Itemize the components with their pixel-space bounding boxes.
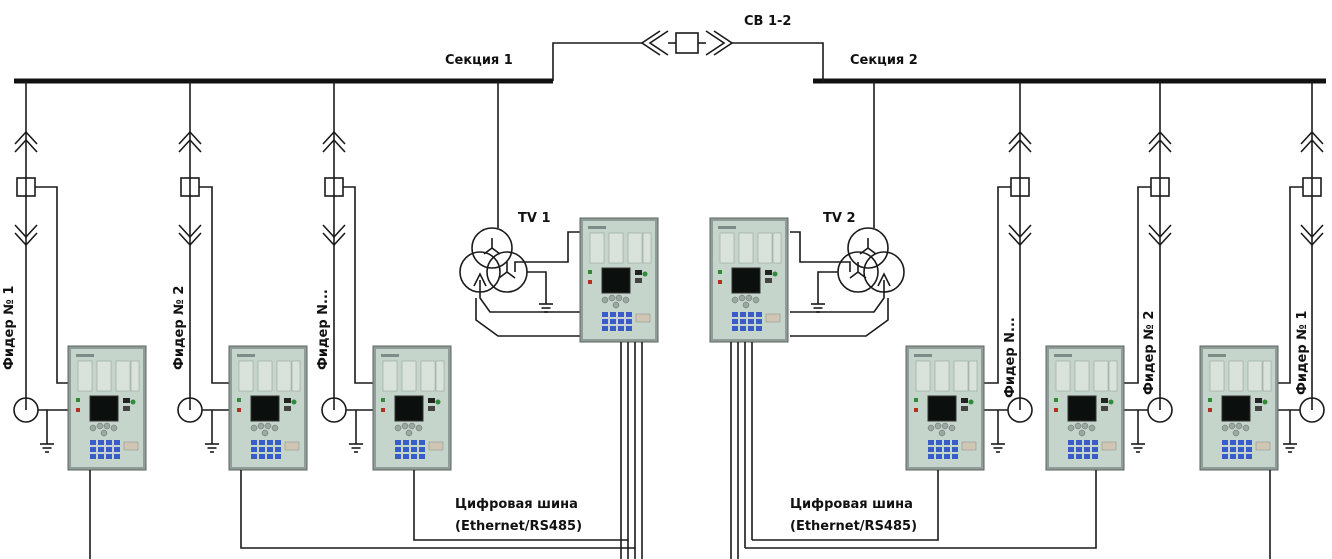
relay-terminal xyxy=(905,345,985,471)
tv2-label: TV 2 xyxy=(823,211,856,226)
voltage-transformer-tv1 xyxy=(459,81,659,559)
digital-bus-left-subtitle: (Ethernet/RS485) xyxy=(455,519,582,534)
feeder-right-n xyxy=(752,81,1033,541)
relay-terminal xyxy=(1045,345,1125,471)
coupler-label: СВ 1-2 xyxy=(744,14,791,29)
voltage-transformer-tv2 xyxy=(709,81,905,559)
relay-terminal xyxy=(1199,345,1279,471)
relay-terminal xyxy=(709,217,789,343)
feeder-right-n-label: Фидер N... xyxy=(1003,317,1018,398)
relay-terminal xyxy=(579,217,659,343)
relay-terminal xyxy=(67,345,147,471)
section-1-label: Секция 1 xyxy=(445,53,513,68)
feeder-right-2 xyxy=(745,81,1173,549)
digital-bus-left-title: Цифровая шина xyxy=(455,497,578,512)
relay-terminal xyxy=(372,345,452,471)
feeder-left-n-label: Фидер N... xyxy=(316,289,331,370)
tv1-label: TV 1 xyxy=(518,211,551,226)
relay-terminal xyxy=(228,345,308,471)
feeder-left-1 xyxy=(13,81,147,559)
feeder-right-2-label: Фидер № 2 xyxy=(1142,311,1157,395)
bus-coupler xyxy=(552,30,824,81)
section-2-label: Секция 2 xyxy=(850,53,918,68)
feeder-left-1-label: Фидер № 1 xyxy=(2,286,17,370)
digital-bus-right-title: Цифровая шина xyxy=(790,497,913,512)
feeder-left-2-label: Фидер № 2 xyxy=(172,286,187,370)
digital-bus-right-subtitle: (Ethernet/RS485) xyxy=(790,519,917,534)
feeder-right-1-label: Фидер № 1 xyxy=(1295,311,1310,395)
feeder-right-1 xyxy=(1199,81,1325,559)
feeder-left-n xyxy=(321,81,629,559)
feeder-left-2 xyxy=(177,81,636,559)
